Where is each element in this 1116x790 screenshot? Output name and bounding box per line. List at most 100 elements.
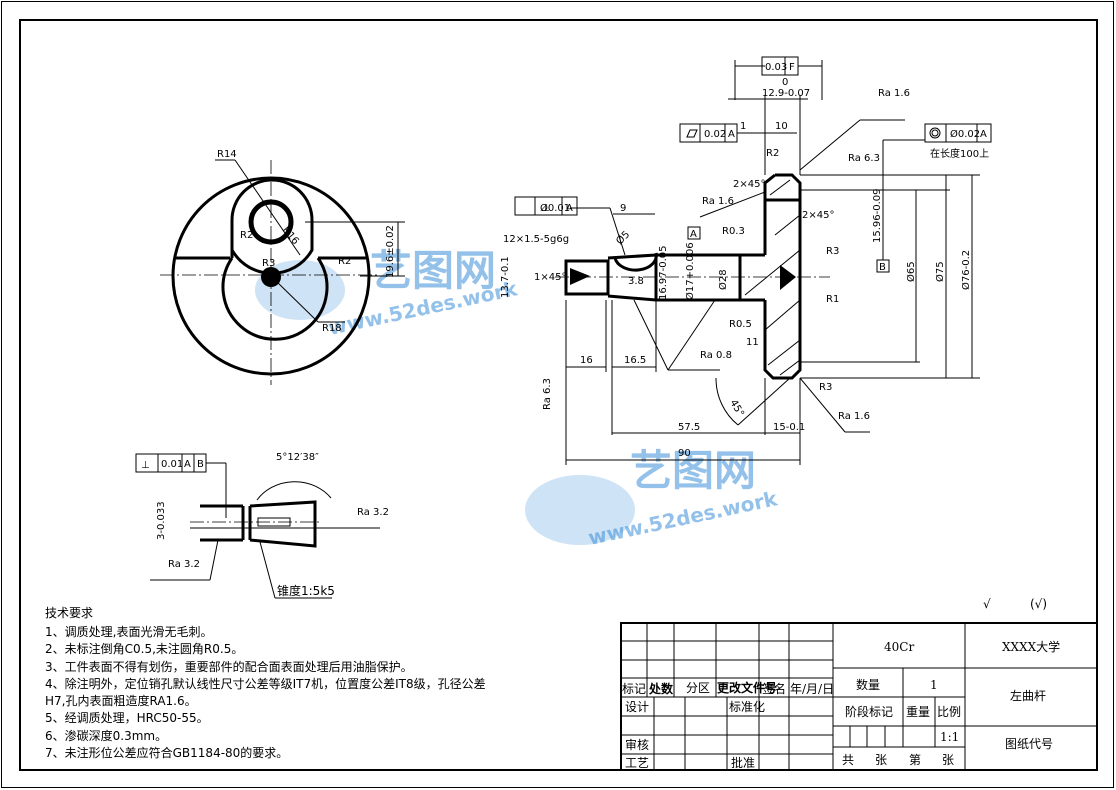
sheet-unit: 张	[942, 753, 954, 767]
dim-16: 16	[580, 355, 593, 366]
watermark-text-2: 艺图网	[630, 446, 756, 495]
dim-phi17: Ø17+0.006	[684, 242, 696, 300]
tech-req-item: 5、经调质处理，HRC50-55。	[45, 711, 209, 725]
detail-ref-b: B	[197, 459, 204, 470]
dim-r18: R18	[322, 323, 342, 334]
main-view: ⊥ 0.03 F 0 12.9-0.07 0.02 A 1 10 Ra 1.6 …	[500, 56, 992, 465]
stage-label: 阶段标记	[845, 704, 893, 719]
dim-phi5: Ø5	[614, 229, 633, 248]
dim-tol-003: 0.03	[765, 62, 787, 73]
rev-header-mark: 标记	[622, 682, 646, 696]
dim-19-6: 19.6±0.02	[385, 225, 396, 278]
dim-16-5: 16.5	[624, 355, 646, 366]
ra-6-3-vertical: Ra 6.3	[542, 378, 553, 410]
left-view: R14 R16 R2 R3 R2 R18 19.6±0.02	[160, 149, 405, 385]
detail-view: ⊥ 0.01 A B 5°12′38″ Ra 3.2 Ra 3.2 3-0.03…	[135, 452, 389, 599]
detail-taper: 锥度1:5k5	[277, 583, 335, 598]
dim-chamfer-c1: 1×45°	[534, 272, 566, 283]
dim-3-8: 3.8	[628, 276, 644, 287]
dim-r14: R14	[217, 149, 237, 160]
dim-perp-ref: A	[566, 203, 573, 214]
watermark: 艺图网 www.52des.work 艺图网 www.52des.work	[255, 246, 780, 550]
school-name: XXXX大学	[1002, 639, 1060, 654]
dim-r2: R2	[766, 148, 779, 159]
title-block: 标记 处数 分区 更改文件号 签名 年/月/日 设计 标准化 审核 工艺 批准 …	[620, 622, 1098, 771]
rev-header-sign: 签名	[762, 681, 786, 696]
dim-9: 9	[620, 203, 626, 214]
dim-90: 90	[678, 448, 691, 459]
weight-label: 重量	[906, 705, 930, 719]
dim-r2-left: R2	[240, 230, 253, 241]
role-standard: 标准化	[729, 700, 765, 714]
dim-phi65: Ø65	[905, 261, 917, 282]
dim-chamfer-2: 2×45°	[802, 210, 834, 221]
quantity-value: 1	[930, 678, 938, 692]
ra-1-6-mid: Ra 1.6	[702, 196, 734, 207]
datum-b: B	[879, 262, 886, 273]
detail-angle: 5°12′38″	[276, 452, 319, 463]
dim-10: 10	[775, 121, 788, 132]
dim-12-9: 12.9-0.07	[762, 88, 810, 99]
tech-req-title: 技术要求	[45, 606, 93, 620]
ra-6-3: Ra 6.3	[848, 153, 880, 164]
role-review: 审核	[625, 737, 649, 752]
perpendicularity-icon-2: ⊥	[141, 460, 150, 471]
rev-header-count: 处数	[648, 681, 674, 696]
detail-ra-right: Ra 3.2	[357, 507, 389, 518]
tech-req-item: 3、工件表面不得有划伤，重要部件的配合面表面处理后用油脂保护。	[45, 659, 413, 674]
dim-conc-ref: A	[980, 129, 987, 140]
dim-11: 11	[746, 337, 759, 348]
ra-1-6-bottom: Ra 1.6	[838, 411, 870, 422]
dim-13-7: 13.7-0.1	[500, 256, 511, 298]
datum-a: A	[690, 229, 697, 240]
tech-req-item: 1、调质处理,表面光滑无毛刺。	[45, 625, 212, 639]
dim-flatness: 0.02	[704, 129, 726, 140]
tech-req-item: 2、未标注倒角C0.5,未注圆角R0.5。	[45, 641, 243, 656]
sheets-unit: 张	[875, 753, 887, 767]
inner-frame	[19, 19, 1098, 771]
detail-ref-a: A	[184, 459, 191, 470]
role-design: 设计	[625, 700, 649, 714]
tech-req-item: 7、未注形位公差应符合GB1184-80的要求。	[45, 745, 288, 760]
dim-thread: 12×1.5-5g6g	[503, 234, 569, 245]
dim-phi76: Ø76-0.2	[960, 250, 972, 290]
scale-value: 1:1	[940, 730, 959, 744]
dim-15-96: 15.96-0.09	[872, 188, 883, 243]
flatness-icon	[686, 129, 698, 138]
detail-perp: 0.01	[161, 459, 183, 470]
conc-note: 在长度100上	[930, 147, 989, 160]
watermark-text: 艺图网	[370, 246, 496, 295]
quantity-label: 数量	[856, 677, 880, 692]
tech-requirements: 技术要求 1、调质处理,表面光滑无毛刺。 2、未标注倒角C0.5,未注圆角R0.…	[45, 606, 486, 760]
role-approve: 批准	[731, 755, 755, 770]
roughness-symbol-paren: (√)	[1030, 597, 1047, 611]
dim-d1-up: 0	[782, 77, 788, 88]
part-name: 左曲杆	[1010, 688, 1046, 703]
ra-1-6-top: Ra 1.6	[878, 88, 910, 99]
dim-chamfer-1: 2×45°	[733, 179, 765, 190]
role-process: 工艺	[625, 756, 649, 770]
scale-label: 比例	[937, 705, 961, 719]
tech-req-item: 6、渗碳深度0.3mm。	[45, 728, 167, 743]
dim-r1: R1	[826, 294, 839, 305]
dim-r3-small: R3	[826, 246, 839, 257]
dim-r2-right: R2	[338, 256, 351, 267]
drawing-code-label: 图纸代号	[1005, 737, 1053, 751]
dim-r0-3: R0.3	[722, 226, 745, 237]
dim-perp: Ø0.01	[540, 202, 570, 214]
dim-datum-f: F	[789, 62, 795, 73]
dim-45deg: 45°	[727, 398, 745, 419]
detail-dim-3: 3-0.033	[156, 501, 167, 540]
rev-header-date: 年/月/日	[790, 682, 834, 696]
dim-15: 15-0.1	[773, 422, 805, 433]
tech-req-item: 4、除注明外，定位销孔默认线性尺寸公差等级IT7机，位置度公差IT8级，孔径公差	[45, 676, 486, 691]
rev-header-doc: 更改文件号	[717, 680, 777, 695]
sheet-number-label: 第	[909, 753, 921, 767]
roughness-symbol: √	[983, 597, 991, 611]
tech-req-item: H7,孔内表面粗造度RA1.6。	[45, 693, 197, 708]
dim-r3: R3	[262, 258, 275, 269]
dim-r3: R3	[819, 382, 832, 393]
material: 40Cr	[884, 640, 914, 654]
detail-ra-left: Ra 3.2	[168, 559, 200, 570]
